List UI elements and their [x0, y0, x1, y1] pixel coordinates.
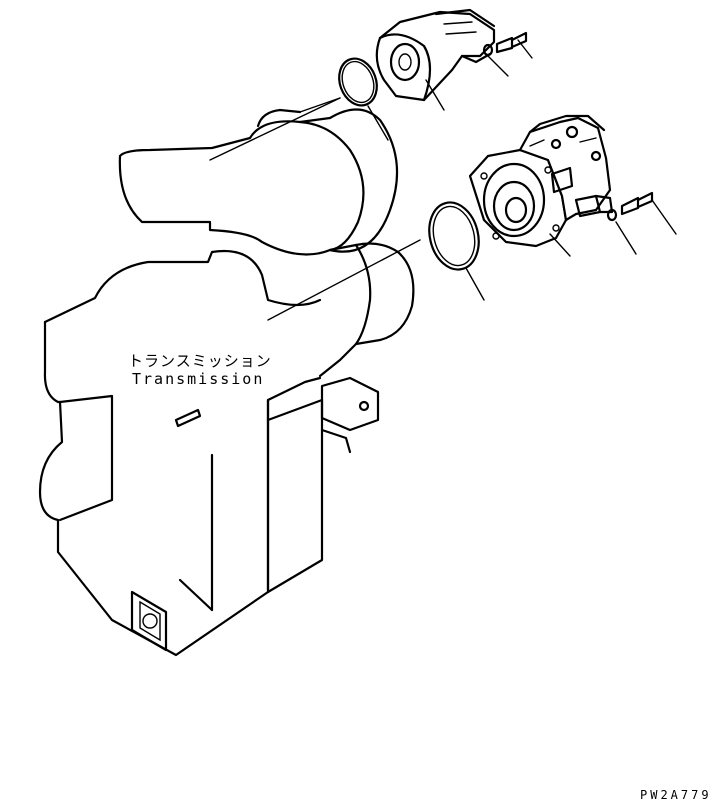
upper-shaft-stub — [256, 108, 302, 128]
name-plate — [174, 408, 202, 428]
washer-upper — [482, 43, 494, 57]
label-transmission-jp: トランスミッション — [128, 352, 272, 370]
gear-pump-shaft — [398, 53, 412, 71]
bottom-flange-inner — [139, 600, 161, 642]
leader-lines — [299, 39, 677, 301]
leader-axis-upper-link — [299, 97, 341, 113]
drawing-code: PW2A779 — [640, 788, 710, 802]
housing-lower-corner — [178, 578, 214, 612]
bolt-upper-head — [495, 36, 514, 54]
regulator-port-1 — [565, 125, 579, 139]
regulator-top — [528, 114, 606, 134]
washer-lower — [606, 208, 618, 222]
bell-housing — [118, 108, 399, 256]
piston-pump-face — [482, 162, 546, 238]
piston-pump-detail — [529, 137, 597, 147]
housing-inner-contour — [58, 394, 114, 522]
leader-gear-pump — [425, 79, 445, 111]
o-ring-upper-inner — [341, 60, 375, 104]
flange-bolt-hole-4 — [552, 224, 560, 232]
regulator-port-2 — [550, 138, 562, 150]
flange-bolt-hole-3 — [492, 232, 500, 240]
label-transmission-en: Transmission — [132, 370, 265, 388]
leader-bolt-upper — [517, 39, 533, 59]
side-port — [320, 376, 380, 432]
side-port-bracket — [320, 428, 352, 454]
o-ring-lower-inner — [432, 205, 476, 267]
leader-washer-lower — [615, 221, 637, 255]
regulator-port-3 — [590, 150, 602, 162]
piston-pump-seat — [492, 180, 536, 232]
gear-pump-top-edge — [434, 8, 496, 28]
bolt-lower-head — [620, 196, 640, 216]
gear-pump-flange — [378, 33, 432, 102]
bolt-lower-shank — [636, 191, 654, 209]
pump-axis-lower — [267, 239, 421, 321]
transmission-shoulder — [43, 249, 322, 324]
leader-o-ring-upper — [367, 105, 389, 141]
leader-washer-upper — [487, 55, 509, 77]
o-ring-upper — [338, 57, 378, 107]
transmission-housing — [38, 97, 421, 657]
piston-pump-lower — [468, 114, 614, 248]
piston-pump-shaft — [504, 196, 528, 224]
bottom-flange — [130, 590, 168, 652]
housing-inner-step — [354, 243, 372, 346]
bottom-flange-hole — [142, 613, 158, 629]
gear-pump-shaft-seat — [389, 42, 421, 82]
pump-axis-upper — [209, 97, 341, 161]
gear-pump-ribs — [443, 21, 477, 35]
leader-bolt-lower — [651, 199, 677, 235]
gear-pump-body — [375, 10, 496, 102]
transmission-body-outline — [38, 320, 322, 657]
gear-pump-upper — [375, 8, 496, 102]
bolt-upper-shank — [510, 31, 528, 49]
leader-piston-pump — [549, 233, 571, 257]
housing-right-side — [318, 242, 415, 378]
side-port-hole — [358, 400, 370, 412]
o-ring-lower — [428, 201, 480, 271]
leader-o-ring-lower — [465, 267, 485, 301]
piston-pump-rear — [594, 194, 614, 214]
piston-pump-valve — [550, 166, 574, 194]
housing-skirt — [266, 398, 324, 594]
bell-housing-rim — [298, 120, 365, 252]
flange-bolt-hole-1 — [480, 172, 488, 180]
gear-pump-cover — [460, 52, 492, 64]
